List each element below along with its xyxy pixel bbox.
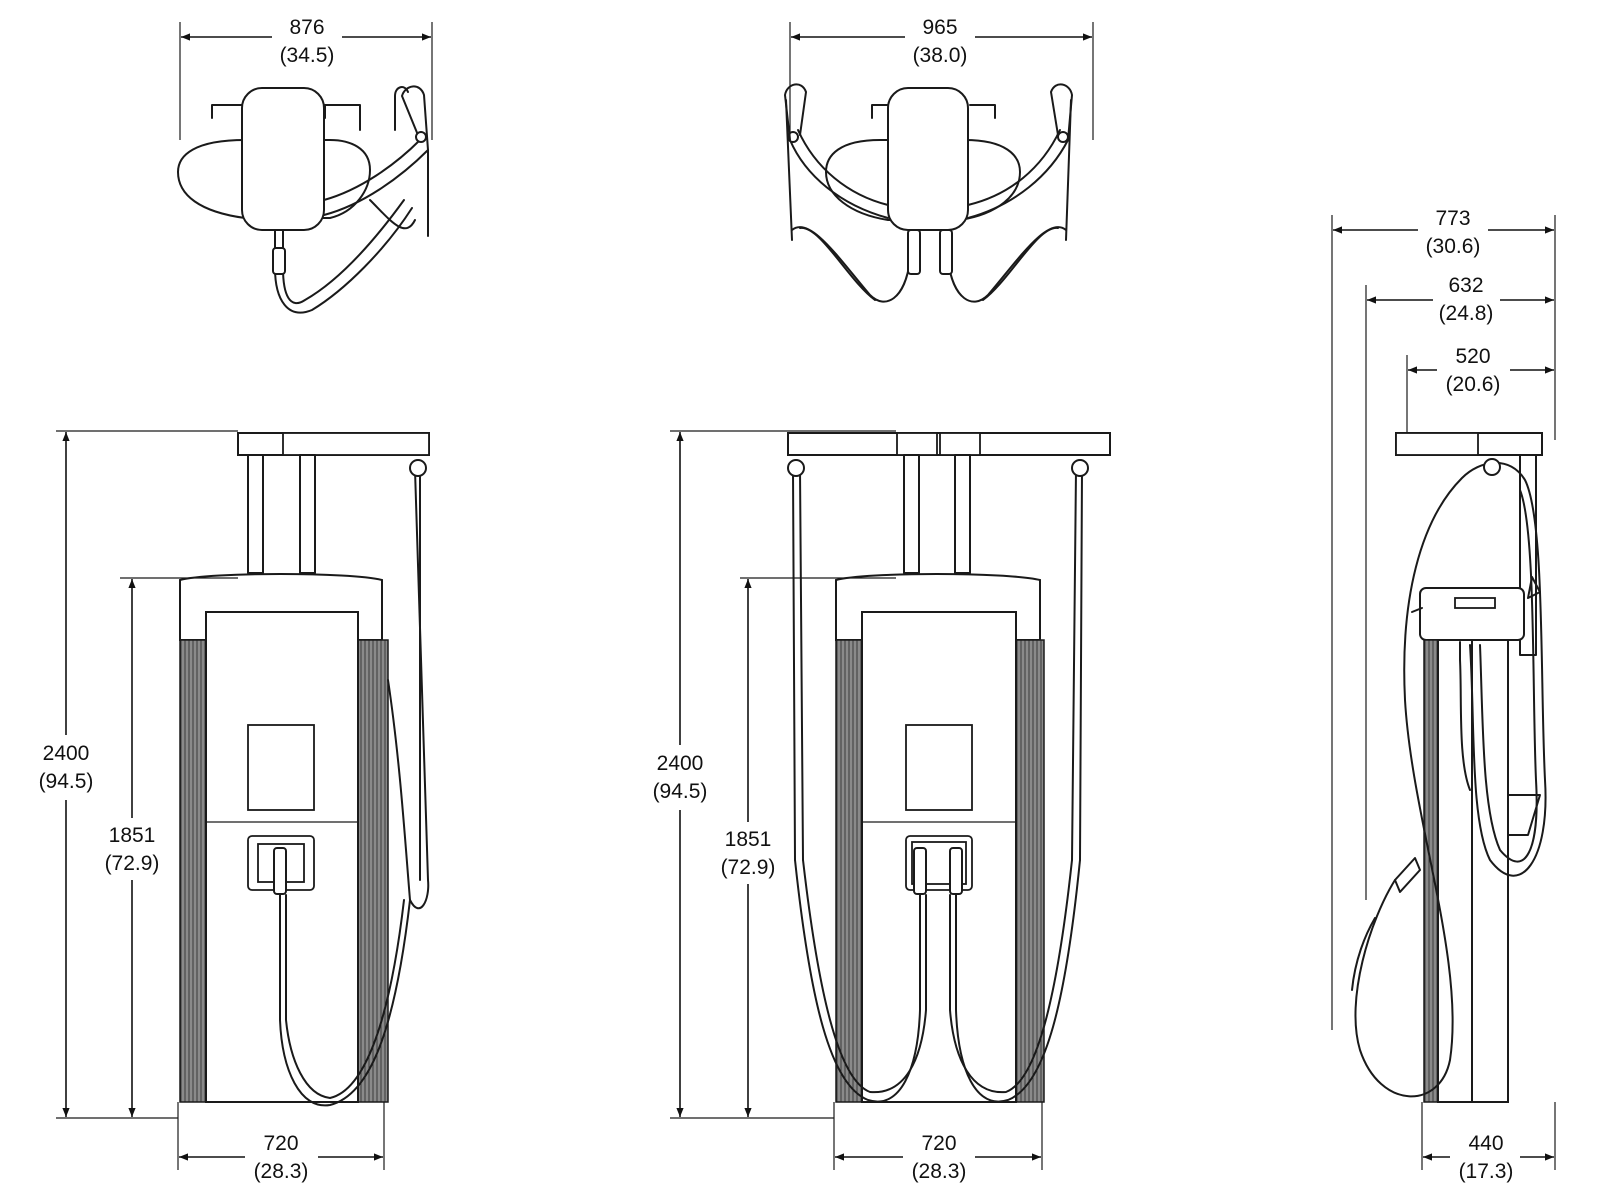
dim-720-single-mm: 720	[263, 1132, 298, 1155]
top-view-single	[176, 85, 429, 314]
dim-440-in: (17.3)	[1459, 1160, 1514, 1183]
dim-1851-single-mm: 1851	[109, 824, 156, 847]
top-view-dual	[784, 83, 1073, 303]
front-view-single	[179, 432, 430, 1107]
dim-520-in: (20.6)	[1446, 373, 1501, 396]
dim-720-dual-mm: 720	[921, 1132, 956, 1155]
front-view-dual	[787, 432, 1111, 1103]
dimension-labels: 876 (34.5) 965 (38.0) 773 (30.6) 632 (24…	[39, 16, 1514, 1183]
dim-1851-dual-in: (72.9)	[721, 856, 776, 879]
dim-2400-dual-mm: 2400	[657, 752, 704, 775]
dim-720-dual-in: (28.3)	[912, 1160, 967, 1183]
dim-773-in: (30.6)	[1426, 235, 1481, 258]
dim-632-mm: 632	[1448, 274, 1483, 297]
dim-440-mm: 440	[1468, 1132, 1503, 1155]
dim-876-mm: 876	[289, 16, 324, 39]
dim-632-in: (24.8)	[1439, 302, 1494, 325]
dim-773-mm: 773	[1435, 207, 1470, 230]
dim-2400-dual-in: (94.5)	[653, 780, 708, 803]
dim-2400-single-in: (94.5)	[39, 770, 94, 793]
dimension-lines	[56, 22, 1556, 1170]
dim-520-mm: 520	[1455, 345, 1490, 368]
dim-1851-single-in: (72.9)	[105, 852, 160, 875]
dim-876-in: (34.5)	[280, 44, 335, 67]
side-view	[1351, 432, 1547, 1103]
dim-965-mm: 965	[922, 16, 957, 39]
dim-2400-single-mm: 2400	[43, 742, 90, 765]
dim-1851-dual-mm: 1851	[725, 828, 772, 851]
dim-720-single-in: (28.3)	[254, 1160, 309, 1183]
dim-965-in: (38.0)	[913, 44, 968, 67]
